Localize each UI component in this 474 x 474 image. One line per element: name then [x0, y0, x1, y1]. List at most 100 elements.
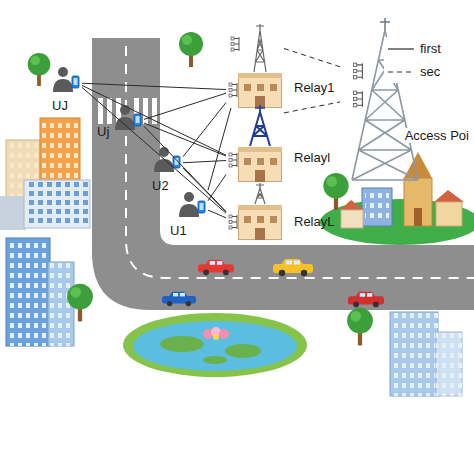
users [115, 105, 141, 130]
right-buildings [390, 312, 438, 396]
relay-1 [254, 30, 266, 72]
relay-node: RelayL [226, 186, 284, 242]
user-label: Uj [95, 124, 111, 139]
legend-sample [386, 43, 416, 55]
village [414, 208, 422, 226]
village [436, 202, 462, 226]
left-buildings [0, 196, 26, 230]
link-line [82, 85, 226, 155]
pond [133, 321, 297, 371]
right-buildings [390, 312, 462, 396]
user-node: UJ [52, 64, 82, 94]
access-point-tower [353, 63, 362, 79]
relay-label: RelayL [292, 214, 336, 229]
pond [225, 344, 261, 358]
village [320, 199, 474, 245]
users [53, 67, 205, 217]
cars [162, 292, 196, 307]
relay-L [229, 215, 237, 229]
access-point-label: Access Poi [403, 128, 471, 143]
users [179, 192, 205, 217]
left-buildings [26, 182, 88, 226]
link-line [208, 108, 231, 190]
left-buildings [6, 238, 50, 346]
relay-node: Relay1 [226, 28, 284, 108]
relay-1 [231, 37, 239, 51]
pond [219, 329, 229, 339]
trees [347, 308, 373, 346]
village [323, 173, 348, 210]
relay-L [238, 205, 282, 240]
link-line [208, 210, 226, 218]
left-buildings [24, 180, 90, 228]
village [365, 192, 389, 222]
user-node: Uj [114, 102, 144, 132]
link-line [144, 93, 226, 119]
user-label: U1 [168, 223, 189, 238]
access-point-tower [353, 91, 362, 107]
relay-label: Relayl [292, 150, 332, 165]
link-line [82, 87, 226, 213]
village [434, 190, 464, 202]
relay-l [229, 105, 282, 182]
cars [162, 259, 384, 307]
cars [198, 260, 234, 275]
trees [67, 284, 93, 322]
user-node: U2 [153, 144, 183, 174]
legend-text: first [420, 41, 441, 56]
village [320, 152, 474, 245]
relay-1 [229, 24, 282, 108]
pond [203, 356, 227, 364]
user-node: U1 [178, 189, 208, 219]
relay-l [250, 112, 270, 146]
left-buildings [6, 238, 50, 346]
link-line [284, 48, 340, 66]
relay-1 [256, 24, 264, 30]
relay-l [238, 147, 282, 182]
cars [273, 259, 313, 276]
relay-L [229, 183, 282, 240]
village [404, 152, 432, 178]
link-line [183, 161, 226, 163]
relay-node: Relayl [226, 110, 284, 184]
village [340, 200, 364, 210]
relay-L [256, 183, 264, 188]
legend: first sec [384, 37, 443, 83]
link-line [208, 175, 226, 201]
relay-label: Relay1 [292, 80, 336, 95]
pond [123, 313, 307, 377]
right-buildings [436, 332, 462, 396]
pond [213, 334, 219, 340]
village [404, 178, 432, 226]
users [53, 67, 79, 92]
pond [123, 313, 307, 377]
crosswalk [143, 98, 148, 124]
relay-l [255, 105, 265, 112]
legend-sample [386, 66, 416, 78]
right-buildings [436, 332, 462, 396]
right-buildings [390, 312, 438, 396]
legend-text: sec [420, 64, 440, 79]
legend-line-sample [388, 48, 414, 49]
relay-1 [229, 83, 237, 97]
pond [160, 336, 204, 352]
village [341, 210, 363, 228]
cars [348, 292, 384, 307]
left-buildings [0, 118, 90, 346]
link-line [284, 102, 340, 113]
village [362, 188, 392, 226]
link-line [183, 168, 226, 212]
user-label: U2 [150, 178, 171, 193]
user-label: UJ [50, 98, 70, 113]
trees [179, 32, 203, 67]
legend-row: first [386, 37, 441, 60]
relay-1 [238, 73, 282, 108]
trees [28, 32, 373, 345]
relay-L [255, 188, 265, 204]
legend-row: sec [386, 60, 441, 83]
access-point-tower [380, 18, 390, 30]
relay-l [229, 153, 237, 167]
trees [28, 53, 51, 86]
legend-line-sample [388, 71, 414, 72]
link-line [82, 83, 226, 89]
